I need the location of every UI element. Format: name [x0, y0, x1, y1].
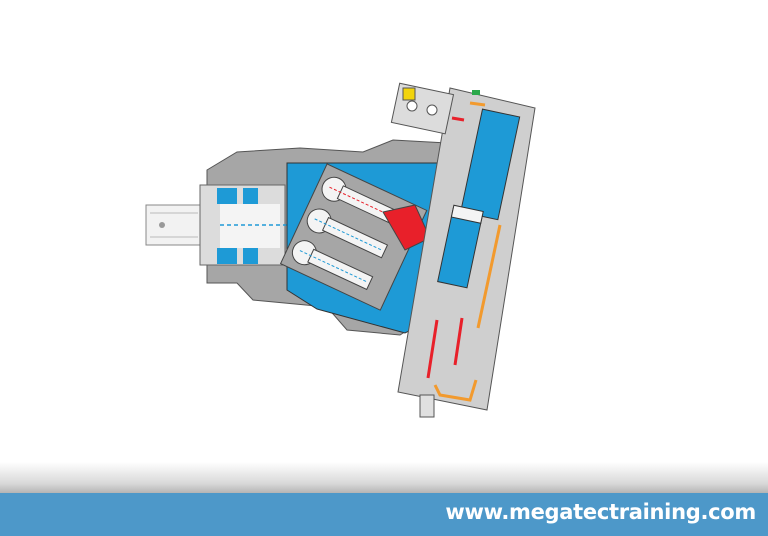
control-piston: [437, 108, 521, 289]
footer-banner: www.megatectraining.com: [0, 493, 768, 536]
pressure-lines: [426, 116, 465, 379]
pump-cross-section-diagram: [145, 82, 536, 418]
pilot-lines: [433, 101, 502, 402]
drive-shaft: [145, 204, 202, 246]
adjustment-screw: [419, 394, 435, 418]
control-valve-top: [390, 82, 480, 135]
piston-2: [306, 208, 389, 259]
cylinder-barrel: [279, 163, 428, 311]
footer-shadow: [0, 462, 768, 493]
front-bearing: [199, 184, 300, 266]
website-url[interactable]: www.megatectraining.com: [445, 500, 756, 524]
piston-3: [291, 240, 374, 291]
